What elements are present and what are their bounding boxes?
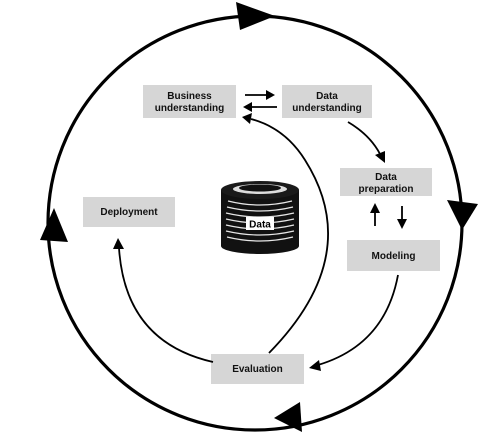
- cycle-arrowhead-left: [40, 208, 68, 242]
- arrow-modeling-to-evaluation: [317, 274, 399, 366]
- phase-evaluation: Evaluation: [211, 354, 304, 384]
- phase-data-understanding: Data understanding: [282, 85, 372, 118]
- phase-data-understanding-line1: Data: [316, 91, 338, 102]
- arrowhead-evaluation-to-business: [242, 113, 252, 124]
- arrowhead-modeling-to-evaluation: [309, 360, 321, 371]
- data-store-label: Data: [249, 220, 271, 231]
- phase-data-preparation-line2: preparation: [358, 184, 413, 195]
- cycle-arrowhead-top: [236, 2, 275, 30]
- phase-modeling: Modeling: [347, 240, 440, 271]
- data-store-cylinder: Data: [221, 181, 299, 254]
- cycle-arrowhead-right: [447, 200, 478, 230]
- arrowhead-modeling-to-preparation: [370, 203, 380, 213]
- cycle-arrowhead-bottom: [274, 402, 302, 432]
- phase-deployment-label: Deployment: [100, 207, 158, 218]
- phase-deployment: Deployment: [83, 197, 175, 227]
- arrowhead-preparation-to-modeling: [397, 219, 407, 229]
- phase-evaluation-label: Evaluation: [232, 364, 283, 375]
- arrowhead-data-understanding-to-business: [243, 102, 252, 112]
- phase-business-understanding: Business understanding: [143, 85, 236, 118]
- arrow-evaluation-to-deployment: [118, 247, 214, 363]
- arrowhead-data-understanding-to-preparation: [375, 151, 385, 163]
- arrowhead-evaluation-to-deployment: [113, 238, 124, 249]
- phase-business-understanding-line2: understanding: [155, 103, 224, 114]
- arrow-evaluation-to-business: [250, 118, 329, 354]
- phase-business-understanding-line1: Business: [167, 91, 212, 102]
- arrowhead-business-to-data-understanding: [266, 90, 275, 100]
- phase-data-understanding-line2: understanding: [292, 103, 361, 114]
- phase-data-preparation-line1: Data: [375, 172, 397, 183]
- arrow-data-understanding-to-preparation: [347, 121, 381, 155]
- phase-modeling-label: Modeling: [372, 251, 416, 262]
- phase-data-preparation: Data preparation: [340, 168, 432, 196]
